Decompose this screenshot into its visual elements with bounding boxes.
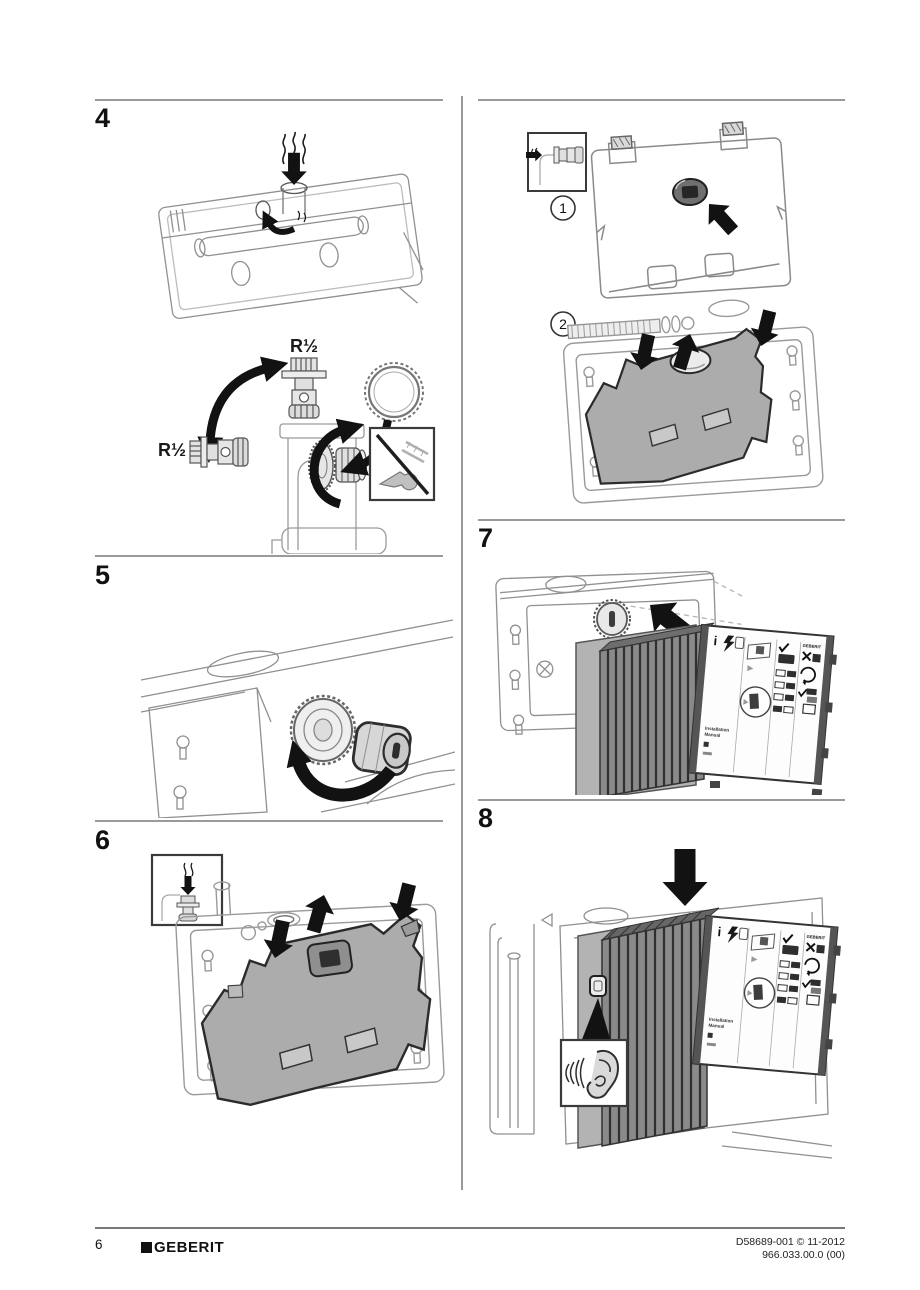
page-number: 6 <box>95 1237 103 1252</box>
down-arrow-icon <box>630 333 659 370</box>
shutoff-dial <box>593 599 631 639</box>
thread-size-label-left: R½ <box>158 440 186 460</box>
geberit-logo: GEBERIT <box>141 1239 224 1256</box>
step7-protection-box-illustration <box>495 570 840 795</box>
step8-heading: 8 <box>478 803 494 833</box>
up-arrow-icon <box>305 895 335 934</box>
rule-above-step6 <box>95 820 443 822</box>
protection-box-front <box>688 624 840 786</box>
step4-cistern-illustration <box>158 131 424 319</box>
substep1-circle <box>550 195 576 221</box>
bellows <box>598 622 715 795</box>
footer-rule <box>95 1227 845 1229</box>
step5-heading: 5 <box>95 560 111 590</box>
column-divider <box>461 96 463 1190</box>
thread-size-label-top: R½ <box>290 336 318 356</box>
doc-ref-line1: D58689-001 © 11-2012 <box>735 1236 845 1248</box>
angle-valve-vertical <box>281 357 327 419</box>
rule-above-step4 <box>95 99 443 101</box>
down-arrow-icon <box>389 882 419 921</box>
protection-cover-plate <box>200 912 432 1107</box>
step4-heading: 4 <box>95 103 111 133</box>
rotate-arrow-icon <box>286 739 397 802</box>
down-arrow-icon <box>750 309 779 346</box>
step6-cover-illustration <box>150 853 445 1107</box>
angle-valve-horizontal <box>189 436 249 468</box>
step4-fittings-illustration: R½ R½ <box>158 336 436 554</box>
toothed-ring <box>364 362 424 422</box>
geberit-logo-square <box>141 1242 152 1253</box>
step8-press-illustration <box>489 849 842 1159</box>
press-down-arrow-icon <box>662 849 708 906</box>
flush-valve <box>289 694 412 777</box>
click-button <box>589 975 607 997</box>
down-arrow-icon <box>263 919 293 958</box>
rule-above-step5 <box>95 555 443 557</box>
panel-grommet <box>672 177 708 207</box>
substep1-number: 1 <box>559 200 567 216</box>
document-references: D58689-001 © 11-2012 966.033.00.0 (00) <box>736 1236 845 1262</box>
side-arrow-icon <box>262 210 296 235</box>
rule-above-step7 <box>478 519 845 521</box>
ear-icon <box>559 1038 629 1108</box>
rule-above-step8 <box>478 799 845 801</box>
doc-ref-line2: 966.033.00.0 (00) <box>762 1249 845 1261</box>
up-arrow-icon <box>671 334 700 371</box>
arrow-icon <box>708 204 739 236</box>
mounted-cover-plate <box>584 327 773 485</box>
geberit-logo-text: GEBERIT <box>154 1239 225 1256</box>
substep2-number: 2 <box>559 316 567 332</box>
rotate-arrow-icon <box>309 418 365 509</box>
step7-heading: 7 <box>478 523 494 553</box>
valve-inset <box>526 132 587 192</box>
down-arrow-icon <box>281 152 307 185</box>
pointer-triangle <box>581 998 611 1042</box>
step5-valve-illustration <box>140 619 455 818</box>
no-pliers-icon <box>368 426 436 502</box>
odour-valve-inset <box>150 853 224 927</box>
protection-box-front <box>692 915 842 1077</box>
panel-substeps-illustration: 1 2 <box>526 121 824 504</box>
swap-arrow-icon <box>197 356 289 463</box>
step6-heading: 6 <box>95 825 111 855</box>
rule-right-top <box>478 99 845 101</box>
